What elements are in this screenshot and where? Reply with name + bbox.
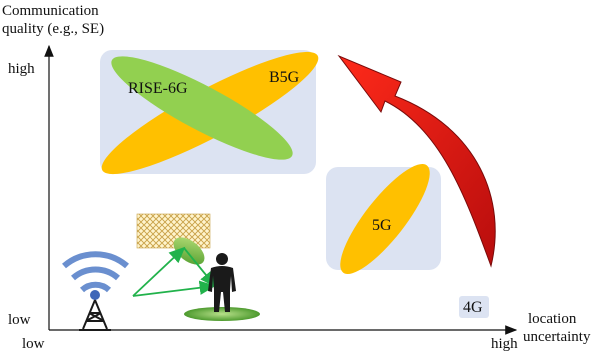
user-icon — [208, 253, 236, 312]
y-axis-title-line1: Communication — [2, 3, 99, 19]
user-ground-ellipse — [184, 307, 260, 321]
4g-region-box — [459, 296, 489, 318]
rise6g-label: RISE-6G — [128, 80, 188, 97]
link-bs-to-ris — [132, 246, 186, 297]
evolution-arrow — [337, 54, 496, 268]
beam-ellipse — [173, 237, 205, 265]
x-axis-low-label: low — [22, 336, 45, 352]
4g-label: 4G — [463, 299, 483, 316]
y-axis-low-label: low — [8, 312, 31, 328]
5g-ellipse — [340, 164, 430, 274]
x-axis-title-line1: location — [528, 311, 577, 327]
ris-panel — [136, 213, 211, 249]
b5g-label: B5G — [269, 69, 300, 86]
rise6g-ellipse — [111, 56, 293, 160]
x-axis-high-label: high — [491, 336, 518, 352]
link-bs-to-user — [132, 280, 216, 297]
5g-label: 5G — [372, 217, 392, 234]
base-station-icon — [62, 251, 129, 331]
x-axis-title-line2: uncertainty — [523, 329, 591, 345]
y-axis-title-line2: quality (e.g., SE) — [2, 21, 105, 37]
y-axis-high-label: high — [8, 61, 35, 77]
